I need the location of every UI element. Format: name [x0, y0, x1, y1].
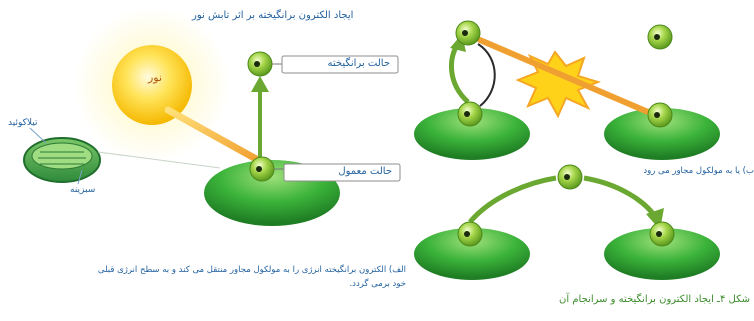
transfer-arrow-up — [470, 178, 556, 222]
sun-icon — [74, 7, 230, 163]
chloroplast-icon — [24, 138, 100, 182]
stroma-label: سبزینه — [70, 186, 95, 195]
electron-mid-left — [458, 102, 482, 126]
caption-a-line2: خود برمی گردد. — [14, 280, 406, 289]
return-curve — [478, 44, 495, 106]
thylakoid-label: تیلاکوئید — [8, 119, 37, 128]
excited-state-label: حالت برانگیخته — [290, 59, 390, 69]
left-title: ایجاد الکترون برانگیخته بر اثر تابش نور — [192, 11, 353, 21]
thylakoid-pointer — [30, 128, 46, 143]
figure-caption: شکل ۴ـ ایجاد الکترون برانگیخته و سرانجام… — [470, 295, 750, 305]
light-label: نور — [148, 72, 162, 83]
electron-bottom-right — [650, 222, 674, 246]
transfer-arrow-down — [584, 178, 656, 218]
up-arrow-curve — [451, 44, 468, 102]
electron-traveling — [558, 165, 582, 189]
excitation-arrow-head — [251, 76, 269, 92]
electron-top-left — [456, 21, 480, 45]
electron-ground — [250, 157, 274, 181]
electron-top-right — [648, 25, 672, 49]
electron-mid-right — [648, 103, 672, 127]
electron-bottom-left — [458, 222, 482, 246]
caption-b: ب) یا به مولکول مجاور می رود — [595, 167, 754, 176]
caption-a-line1: الف) الکترون برانگیخته انرژی را به مولکو… — [14, 266, 406, 275]
electron-excited — [248, 52, 272, 76]
ground-state-label: حالت معمول — [292, 167, 392, 177]
